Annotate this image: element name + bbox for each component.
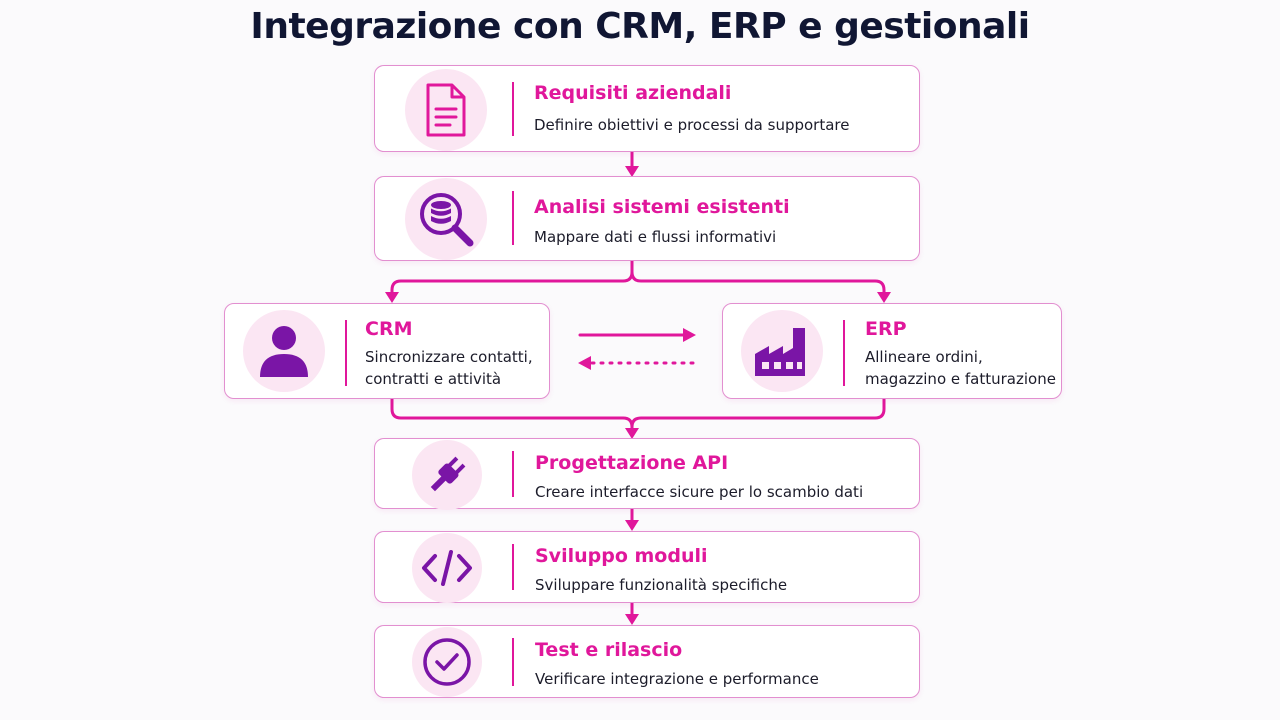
step-title: Requisiti aziendali: [534, 82, 732, 104]
card-divider: [512, 638, 514, 686]
step-description: Creare interfacce sicure per lo scambio …: [535, 483, 864, 501]
step-title: Sviluppo moduli: [535, 545, 708, 567]
step-analisi-card: Analisi sistemi esistenti Mappare dati e…: [374, 176, 920, 261]
plug-icon: [430, 456, 466, 492]
card-divider: [512, 82, 514, 136]
step-title: Progettazione API: [535, 452, 729, 474]
step-title: Test e rilascio: [535, 639, 683, 661]
step-description: Mappare dati e flussi informativi: [534, 228, 777, 246]
document-icon-circle: [405, 69, 487, 151]
plug-icon-circle: [412, 440, 482, 510]
check-circle-icon: [423, 638, 471, 686]
step-description: Verificare integrazione e performance: [535, 670, 819, 688]
card-divider: [512, 191, 514, 245]
code-icon: [422, 550, 472, 586]
erp-title: ERP: [865, 318, 907, 340]
step-description: Sviluppare funzionalità specifiche: [535, 576, 788, 594]
check-circle-icon-circle: [412, 627, 482, 697]
database-search-icon: [420, 193, 474, 247]
crm-title: CRM: [365, 318, 413, 340]
crm-card: CRM Sincronizzare contatti, contratti e …: [224, 303, 550, 399]
factory-icon-circle: [741, 310, 823, 392]
step-test-card: Test e rilascio Verificare integrazione …: [374, 625, 920, 698]
user-icon-circle: [243, 310, 325, 392]
user-icon: [260, 326, 308, 377]
step-api-card: Progettazione API Creare interfacce sicu…: [374, 438, 920, 510]
card-divider: [345, 320, 347, 386]
crm-description: Sincronizzare contatti, contratti e atti…: [365, 348, 533, 388]
document-icon: [426, 83, 466, 137]
erp-card: ERP Allineare ordini, magazzino e fattur…: [722, 303, 1062, 399]
erp-description: Allineare ordini, magazzino e fatturazio…: [865, 348, 1056, 388]
page-title: Integrazione con CRM, ERP e gestionali: [250, 6, 1030, 47]
code-icon-circle: [412, 533, 482, 603]
card-divider: [512, 544, 514, 590]
step-requisiti-card: Requisiti aziendali Definire obiettivi e…: [374, 65, 920, 152]
step-description: Definire obiettivi e processi da support…: [534, 116, 850, 134]
card-divider: [843, 320, 845, 386]
card-divider: [512, 451, 514, 497]
factory-icon: [755, 328, 805, 376]
step-sviluppo-card: Sviluppo moduli Sviluppare funzionalità …: [374, 531, 920, 603]
database-search-icon-circle: [405, 178, 487, 260]
step-title: Analisi sistemi esistenti: [534, 196, 790, 218]
